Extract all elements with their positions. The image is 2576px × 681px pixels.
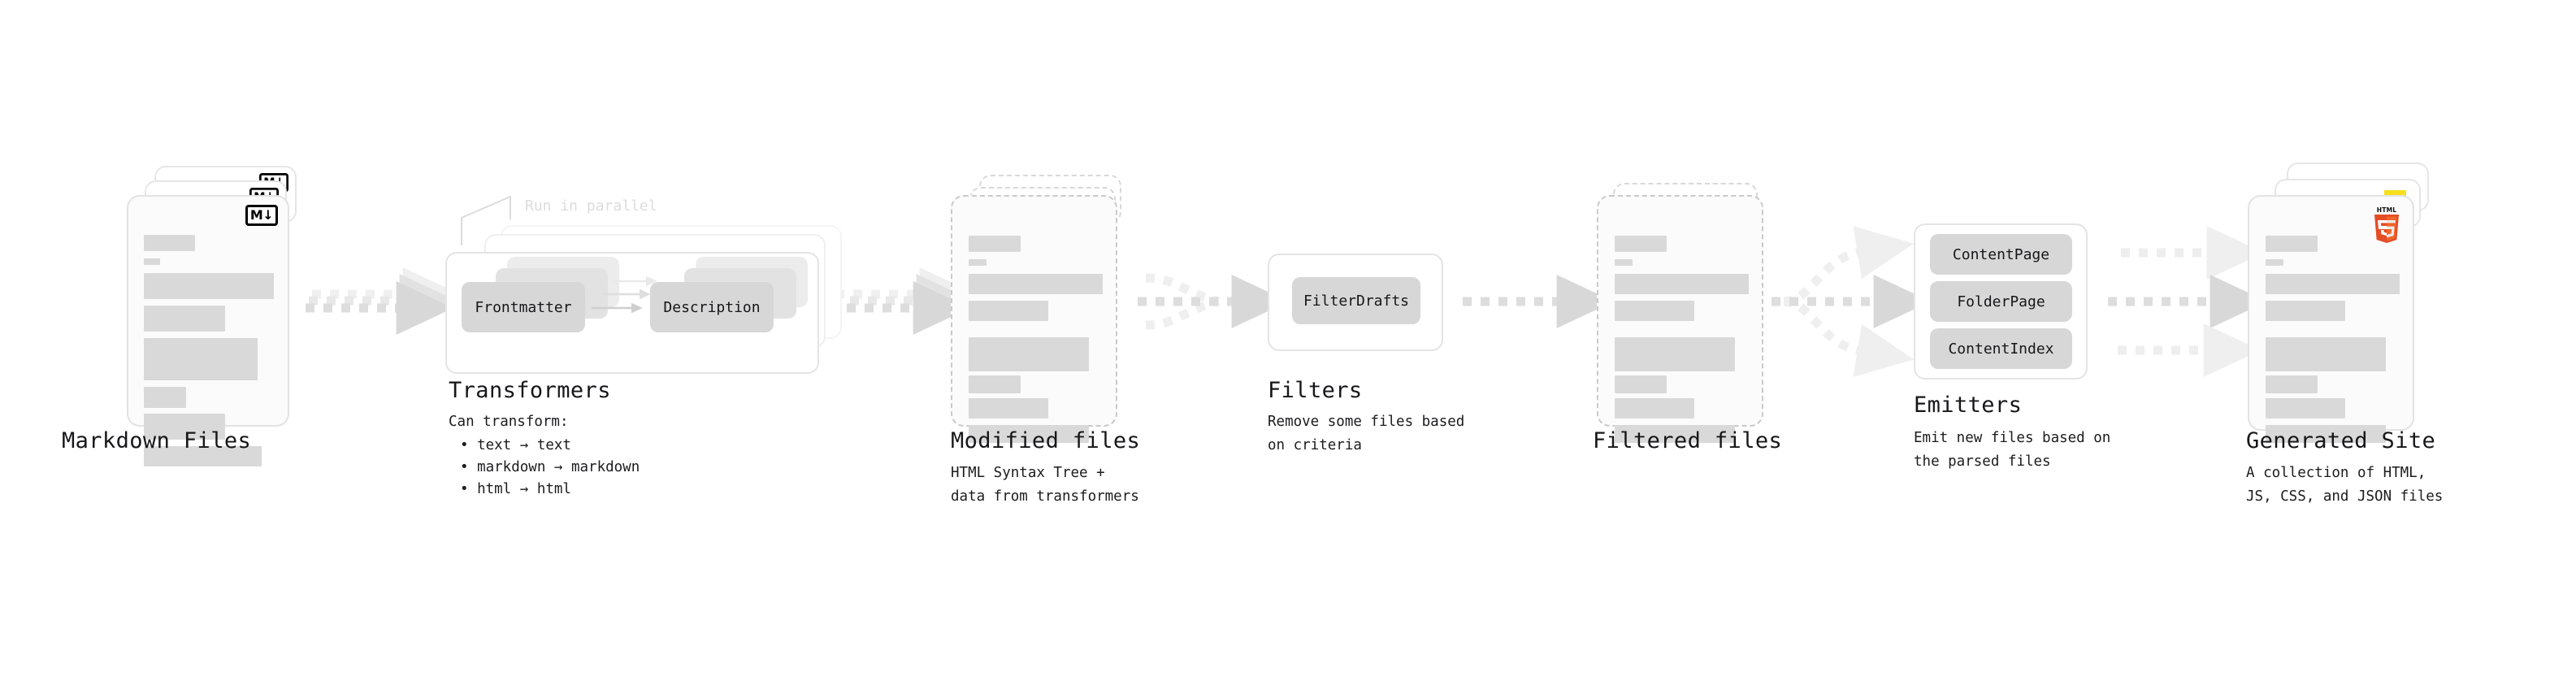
skeleton-line <box>2266 425 2386 443</box>
emitter-chip-contentindex-label: ContentIndex <box>1948 340 2054 358</box>
stage-title-generated-site: Generated Site <box>2246 428 2436 453</box>
skeleton-line <box>1615 274 1749 294</box>
skeleton-line <box>2266 398 2345 419</box>
transformer-inner-arrows <box>592 275 657 314</box>
skeleton-line <box>969 398 1048 419</box>
stage-title-filters: Filters <box>1268 378 1363 403</box>
modified-files-description: HTML Syntax Tree + data from transformer… <box>951 465 1139 505</box>
skeleton-line <box>144 414 225 440</box>
skeleton-line <box>1615 236 1667 252</box>
markdown-file-card-front: M↓ <box>127 195 289 466</box>
skeleton-line <box>969 337 1089 371</box>
skeleton-line <box>969 425 1089 443</box>
arrow-emitters-to-site <box>2108 226 2267 377</box>
skeleton-line <box>2266 274 2400 294</box>
markdown-icon: M↓ <box>245 205 278 226</box>
skeleton-line <box>2266 375 2318 393</box>
stage-title-modified-files: Modified files <box>951 428 1141 453</box>
transformers-description-heading: Can transform: <box>449 414 569 430</box>
skeleton-line <box>1615 398 1694 419</box>
skeleton-line <box>1615 337 1735 371</box>
transformers-bullet-2: • markdown → markdown <box>460 459 640 475</box>
arrow-markdown-to-transformers <box>306 267 460 335</box>
emitter-chip-contentpage[interactable]: ContentPage <box>1930 234 2072 275</box>
skeleton-line <box>1615 425 1735 443</box>
arrow-modified-to-filters <box>1138 273 1289 330</box>
emitter-chip-contentpage-label: ContentPage <box>1952 245 2050 263</box>
filter-chip-filterdrafts-label: FilterDrafts <box>1303 292 1410 310</box>
transformer-chip-description-label: Description <box>663 298 761 316</box>
skeleton-line <box>2266 337 2386 371</box>
skeleton-line <box>144 273 274 299</box>
skeleton-line <box>969 259 987 266</box>
skeleton-line <box>2266 259 2283 266</box>
generated-site-description: A collection of HTML, JS, CSS, and JSON … <box>2246 465 2444 505</box>
skeleton-line <box>144 235 195 251</box>
transformer-chip-description[interactable]: Description <box>650 282 774 332</box>
stage-title-markdown-files: Markdown Files <box>62 428 252 453</box>
transformers-bullet-3: • html → html <box>460 481 571 497</box>
skeleton-line <box>144 338 258 380</box>
skeleton-line <box>969 301 1048 321</box>
skeleton-line <box>1615 375 1667 393</box>
skeleton-line <box>144 387 186 408</box>
markdown-icon-glyph: M↓ <box>249 207 274 223</box>
transformer-chip-frontmatter[interactable]: Frontmatter <box>462 282 585 332</box>
skeleton-line <box>2266 301 2345 321</box>
emitters-description: Emit new files based on the parsed files <box>1914 430 2111 470</box>
emitter-chip-folderpage-label: FolderPage <box>1957 293 2045 310</box>
filters-description: Remove some files based on criteria <box>1268 414 1465 453</box>
site-file-card-html: HTML <box>2248 195 2414 443</box>
run-in-parallel-bracket <box>461 195 511 245</box>
skeleton-line <box>969 274 1103 294</box>
stage-title-transformers: Transformers <box>449 378 611 403</box>
filtered-file-card-front <box>1597 195 1763 443</box>
skeleton-line <box>1615 301 1694 321</box>
skeleton-line <box>144 306 225 332</box>
skeleton-line <box>969 375 1021 393</box>
filter-chip-filterdrafts[interactable]: FilterDrafts <box>1292 277 1420 324</box>
arrow-filtered-to-emitters <box>1772 226 1931 377</box>
skeleton-line <box>1615 259 1633 266</box>
run-in-parallel-label: Run in parallel <box>525 197 657 215</box>
modified-file-card-front <box>951 195 1117 443</box>
skeleton-line <box>144 446 262 466</box>
skeleton-line <box>2266 236 2318 252</box>
emitter-chip-contentindex[interactable]: ContentIndex <box>1930 328 2072 369</box>
transformers-bullet-1: • text → text <box>460 437 571 453</box>
stage-title-filtered-files: Filtered files <box>1593 428 1783 453</box>
skeleton-line <box>969 236 1021 252</box>
emitter-chip-folderpage[interactable]: FolderPage <box>1930 281 2072 322</box>
html5-icon-word: HTML <box>2376 206 2397 214</box>
skeleton-line <box>144 258 160 265</box>
stage-title-emitters: Emitters <box>1914 393 2023 418</box>
arrow-transformers-to-modified <box>829 267 977 335</box>
html5-icon: HTML <box>2372 206 2401 243</box>
transformer-chip-frontmatter-label: Frontmatter <box>475 298 572 316</box>
